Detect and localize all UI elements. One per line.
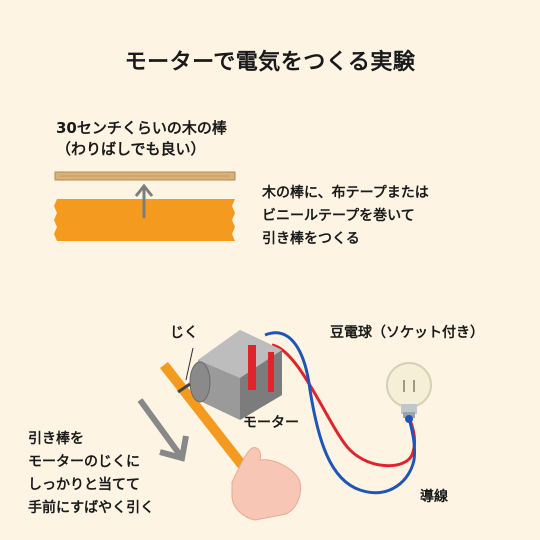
wooden-stick: [54, 171, 236, 181]
blue-wire: [264, 331, 416, 495]
light-bulb-icon: [386, 362, 432, 423]
motor-label: モーター: [243, 415, 299, 431]
pull-instruction-line-4: 手前にすばやく引く: [28, 500, 155, 516]
shaft-label: じく: [170, 325, 198, 341]
hand-icon: [231, 447, 301, 521]
arrow-down-icon: [137, 398, 189, 462]
pull-instruction-line-1: 引き棒を: [28, 431, 84, 447]
wire-label: 導線: [420, 489, 448, 505]
instruction-line-2: ビニールテープを巻いて: [262, 208, 415, 224]
instruction-line-1: 木の棒に、布テープまたは: [262, 185, 429, 201]
tape-strip: [54, 199, 235, 241]
pull-instruction-line-2: モーターのじくに: [28, 454, 140, 470]
motor: [177, 330, 282, 420]
bulb-label: 豆電球（ソケット付き）: [330, 325, 484, 341]
arrow-up-icon: [134, 183, 154, 218]
instruction-line-3: 引き棒をつくる: [262, 231, 360, 247]
page-title: モーターで電気をつくる実験: [124, 50, 416, 75]
red-wire: [271, 343, 417, 468]
stick-label: 30センチくらいの木の棒: [56, 119, 227, 137]
stick-note: （わりばしでも良い）: [56, 140, 206, 158]
pull-instruction-line-3: しっかりと当てて: [28, 477, 140, 493]
